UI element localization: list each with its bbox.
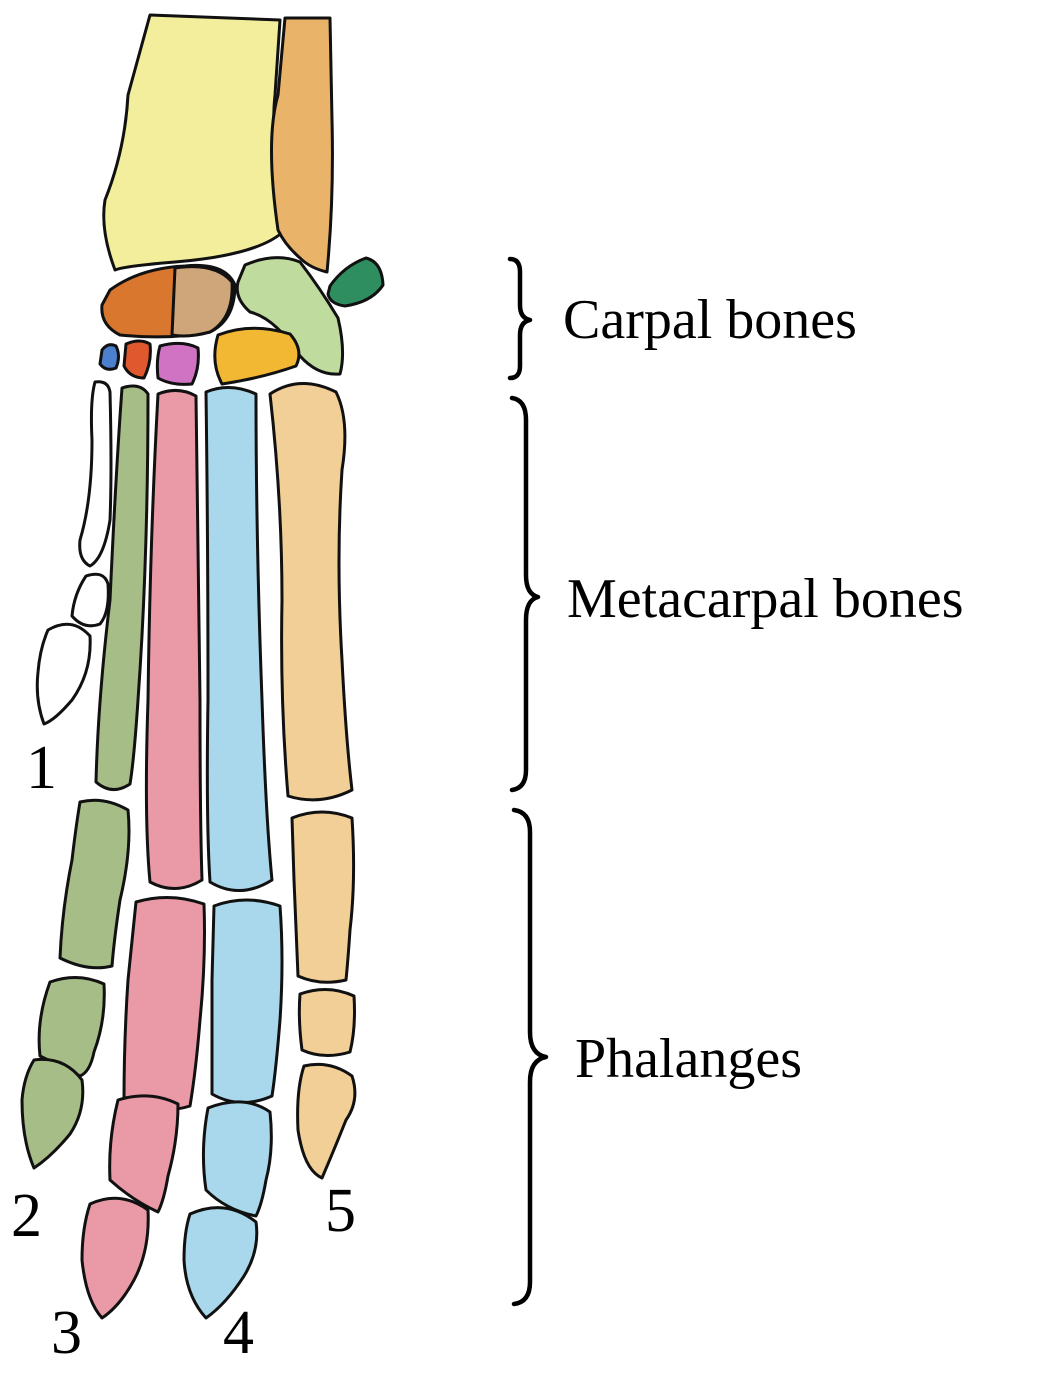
digit-5-claw [298,1064,355,1178]
digit-1-claw [37,624,90,724]
carpal-bone-1 [100,345,119,370]
digit-4-proximal-phalanx [212,900,282,1103]
digit-3-claw [82,1198,148,1318]
metacarpal-4-bone [206,387,272,890]
digit-2-label: 2 [11,1185,42,1247]
digit-1-proximal-phalanx [72,574,108,626]
metacarpal-3-bone [146,390,202,888]
digit-2-proximal-phalanx [60,800,129,968]
digit-5-middle-phalanx [299,989,354,1055]
digit-4-middle-phalanx [203,1102,271,1216]
metacarpal-5-bone [270,383,352,799]
phalanges-brace [514,810,546,1304]
metacarpal-1-bone [80,382,111,566]
carpal-bone-2 [124,341,150,378]
digit-3-middle-phalanx [110,1096,178,1212]
carpal-brace [510,259,530,378]
carpal-bone-4 [215,328,299,384]
digit-5-label: 5 [325,1180,356,1242]
intermediate-carpal-bone [172,267,232,336]
ulna-bone [272,18,333,272]
radius-bone [104,15,285,270]
digit-2-claw [22,1059,83,1168]
phalanges-label: Phalanges [575,1031,802,1087]
digit-4-label: 4 [223,1302,254,1364]
digit-3-proximal-phalanx [124,897,205,1109]
accessory-carpal-bone [328,258,383,306]
carpal-bones-label: Carpal bones [563,292,857,348]
digit-3-label: 3 [51,1302,82,1364]
digit-5-proximal-phalanx [292,812,354,982]
digit-1-label: 1 [26,737,57,799]
metacarpal-brace [512,398,538,790]
metacarpal-bones-label: Metacarpal bones [567,571,963,627]
carpal-bone-3 [157,343,198,384]
